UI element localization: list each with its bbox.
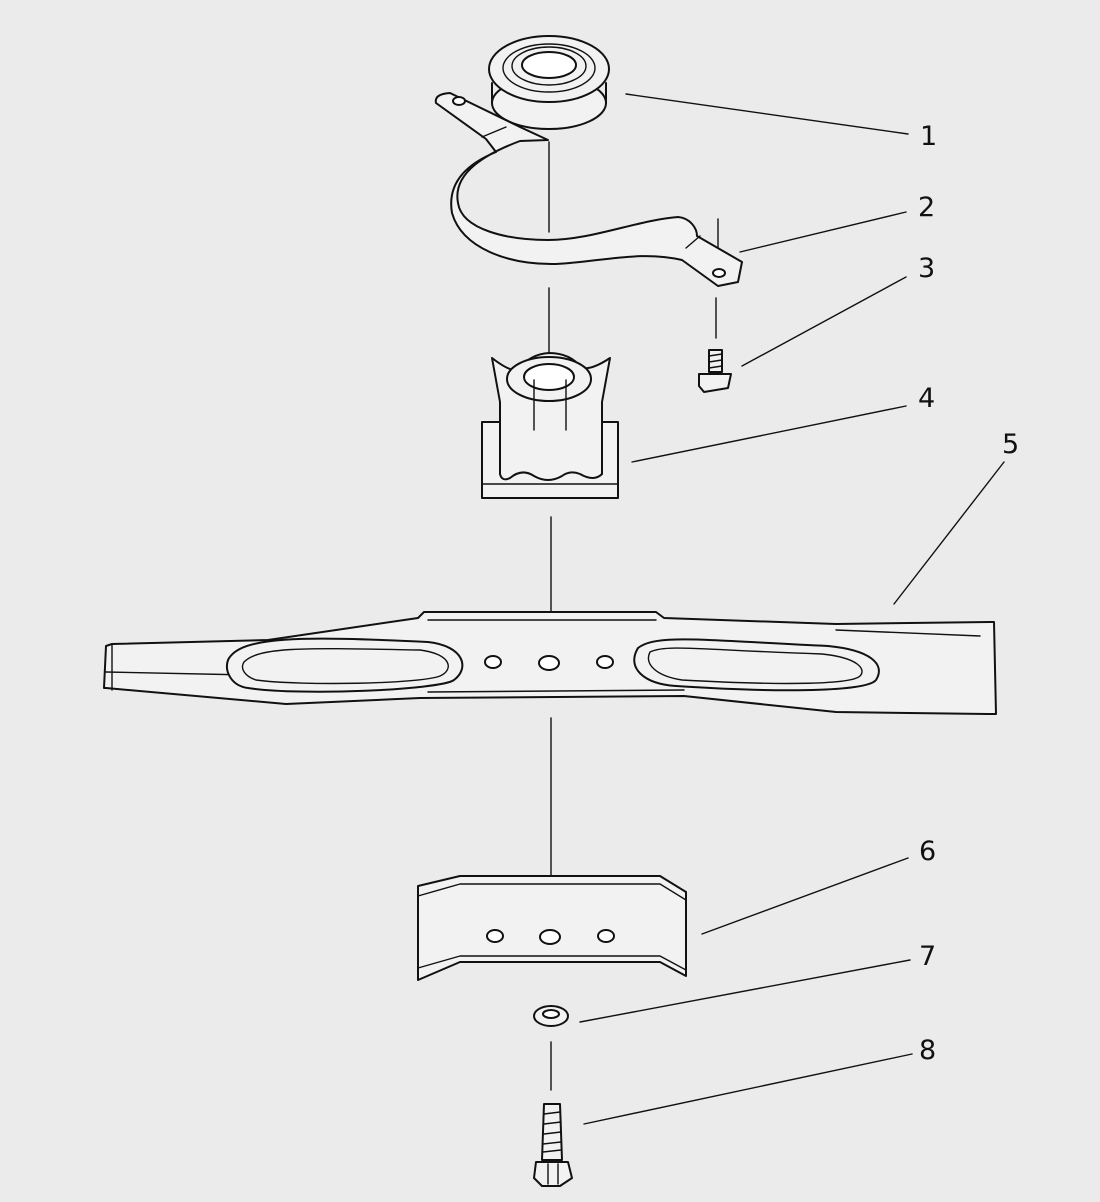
leader-line-5 <box>893 461 1005 605</box>
callout-3: 3 <box>918 253 935 284</box>
callout-4: 4 <box>918 383 935 414</box>
blade-adapter <box>481 352 619 499</box>
bracket <box>434 92 743 287</box>
callout-2: 2 <box>918 192 935 223</box>
leader-line-1 <box>625 93 909 135</box>
callout-labels: 1 2 3 4 5 6 7 8 <box>918 121 1019 1066</box>
callout-5: 5 <box>1002 429 1019 460</box>
small-bolt <box>698 349 732 393</box>
leader-lines <box>579 93 1005 1125</box>
leader-line-7 <box>579 959 911 1023</box>
blade-stiffener <box>417 875 687 981</box>
leader-line-3 <box>741 276 907 367</box>
callout-1: 1 <box>920 121 937 152</box>
mower-blade <box>103 611 997 715</box>
callout-6: 6 <box>919 836 936 867</box>
callout-7: 7 <box>919 941 936 972</box>
callout-8: 8 <box>919 1035 936 1066</box>
leader-line-2 <box>739 211 907 253</box>
blade-bolt <box>533 1103 573 1187</box>
pulley <box>488 35 610 130</box>
leader-line-8 <box>583 1053 913 1125</box>
leader-line-6 <box>701 857 909 935</box>
leader-line-4 <box>631 405 907 463</box>
washer <box>533 1005 569 1027</box>
